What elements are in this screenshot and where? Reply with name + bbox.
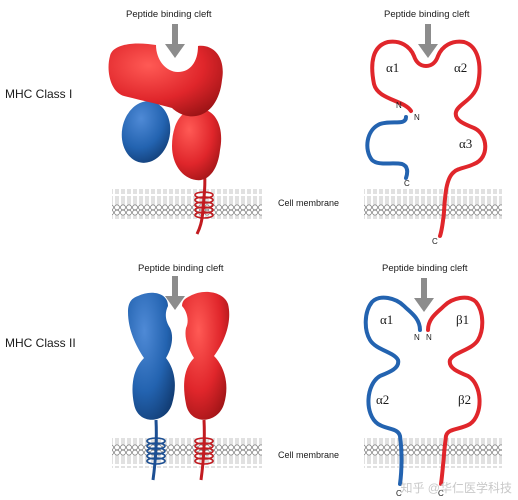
mhc1-blue-chain [365, 115, 410, 180]
mhc1-cleft-arrow-right [418, 24, 438, 58]
watermark: 知乎 @华仁医学科技 [400, 481, 512, 495]
mhc2-schematic [363, 278, 485, 486]
mhc2-beta-chain [182, 291, 230, 420]
mhc1-terminus-c1: C [404, 179, 410, 188]
membrane-class1-right [364, 189, 502, 219]
mhc2-cleft-arrow-right [414, 278, 434, 312]
cleft-label-class1-right: Peptide binding cleft [384, 9, 470, 20]
beta2-microglobulin [121, 101, 171, 163]
mhc2-alpha-chain [128, 292, 175, 420]
membrane-label-class2: Cell membrane [278, 450, 340, 460]
mhc2-cleft-arrow [165, 276, 185, 310]
mhc1-alpha12-domain [108, 43, 223, 117]
membrane-label-class1: Cell membrane [278, 198, 340, 208]
mhc2-domain-alpha1: α1 [380, 312, 393, 327]
mhc2-domain-beta1: β1 [456, 312, 469, 327]
mhc2-domain-beta2: β2 [458, 392, 471, 407]
membrane-class2-left [112, 438, 262, 468]
mhc1-domain-alpha3: α3 [459, 136, 472, 151]
membrane-class1-left [112, 189, 262, 219]
mhc2-structure [128, 276, 230, 481]
mhc2-alpha-helix [146, 437, 166, 465]
row-label-class1: MHC Class I [5, 87, 73, 101]
mhc1-helix [194, 191, 214, 219]
mhc2-beta-helix [194, 437, 214, 465]
mhc1-terminus-c2: C [432, 237, 438, 246]
mhc2-terminus-n2: N [426, 333, 432, 342]
mhc1-domain-alpha2: α2 [454, 60, 467, 75]
mhc1-terminus-n1: N [396, 101, 402, 110]
mhc2-terminus-c2: C [438, 489, 444, 498]
row-label-class2: MHC Class II [5, 336, 76, 350]
mhc2-beta-chain-line [426, 295, 485, 486]
mhc1-domain-alpha1: α1 [386, 60, 399, 75]
mhc2-terminus-c1: C [396, 489, 402, 498]
cleft-label-class2-right: Peptide binding cleft [382, 263, 468, 274]
mhc2-terminus-n1: N [414, 333, 420, 342]
mhc1-tail [195, 167, 207, 235]
mhc2-alpha-chain-line [363, 295, 422, 486]
mhc1-schematic [365, 24, 488, 238]
mhc2-domain-alpha2: α2 [376, 392, 389, 407]
mhc1-alpha3-domain [172, 108, 222, 181]
cleft-label-class1-left: Peptide binding cleft [126, 9, 212, 20]
mhc1-cleft-arrow [165, 24, 185, 58]
mhc1-structure [108, 24, 223, 235]
mhc1-terminus-n2: N [414, 113, 420, 122]
mhc1-red-chain [370, 39, 488, 238]
membrane-class2-right [364, 438, 502, 468]
cleft-label-class2-left: Peptide binding cleft [138, 263, 224, 274]
